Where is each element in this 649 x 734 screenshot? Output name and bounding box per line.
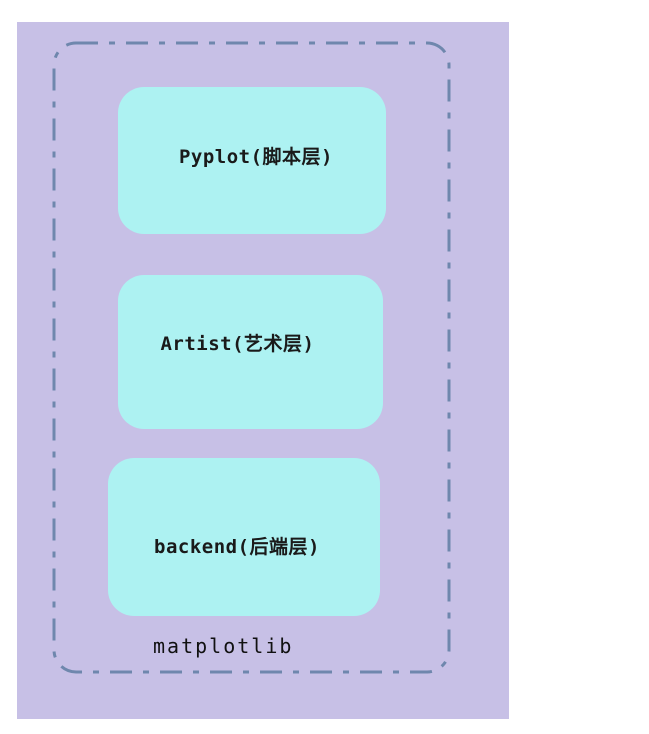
diagram-canvas: Pyplot(脚本层) Artist(艺术层) backend(后端层) mat… — [17, 22, 509, 719]
layer-pyplot-label: Pyplot(脚本层) — [178, 146, 333, 168]
layer-backend-label: backend(后端层) — [154, 535, 320, 558]
layer-artist: Artist(艺术层) — [118, 275, 383, 429]
layer-pyplot: Pyplot(脚本层) — [118, 87, 386, 234]
layer-artist-label: Artist(艺术层) — [160, 332, 315, 355]
layer-backend: backend(后端层) — [108, 458, 380, 616]
package-label: matplotlib — [153, 634, 294, 658]
